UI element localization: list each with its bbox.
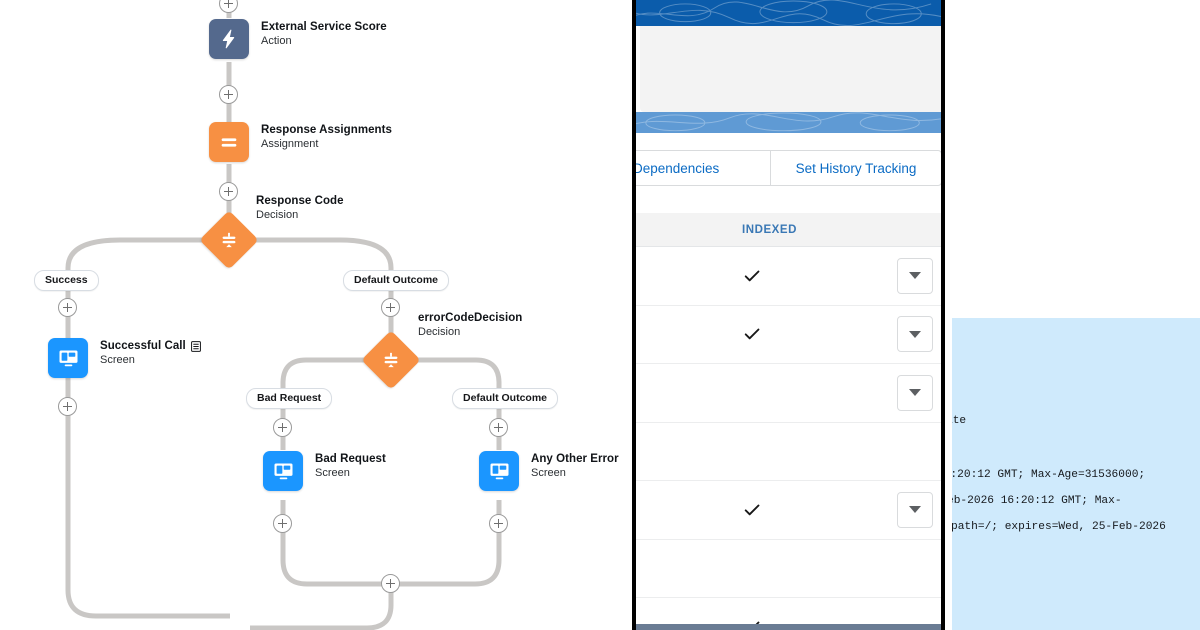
- flow-node-bad-request[interactable]: Bad Request Screen: [263, 451, 386, 491]
- flow-node-title-text: errorCodeDecision: [418, 312, 523, 324]
- flow-node-title: Response Assignments: [261, 123, 392, 137]
- flow-node-text: Successful Call Screen: [100, 338, 201, 367]
- chevron-down-icon: [909, 506, 921, 514]
- add-element-button[interactable]: [381, 574, 400, 593]
- add-element-button[interactable]: [58, 298, 77, 317]
- flow-node-text: Any Other Error Screen: [531, 451, 619, 480]
- flow-node-title-text: External Service Score: [261, 21, 387, 33]
- chevron-down-icon: [909, 389, 921, 397]
- table-row[interactable]: [636, 539, 941, 598]
- screen-icon: [479, 451, 519, 491]
- object-manager-panel: d Dependencies Set History Tracking ) IN…: [632, 0, 945, 630]
- flow-node-external-service-score[interactable]: External Service Score Action: [209, 19, 387, 59]
- set-history-tracking-label: Set History Tracking: [795, 160, 917, 176]
- field-dependencies-label: d Dependencies: [632, 160, 720, 176]
- code-line: b-2026 16:20:12 GMT; Max-Age=31536000;: [952, 469, 1146, 481]
- indexed-check-icon: [743, 325, 761, 343]
- outcome-pill-label: Default Outcome: [463, 392, 548, 404]
- outcome-pill-default-outcome[interactable]: Default Outcome: [452, 388, 559, 409]
- record-header-card: [640, 26, 941, 112]
- flow-node-title: errorCodeDecision: [418, 311, 522, 325]
- flow-node-title-text: Response Code: [256, 195, 344, 207]
- flow-node-title: Successful Call: [100, 339, 201, 353]
- add-element-button[interactable]: [273, 514, 292, 533]
- cookie-response-code-panel[interactable]: ate b-2026 16:20:12 GMT; Max-Age=3153600…: [952, 318, 1200, 630]
- set-history-tracking-button[interactable]: Set History Tracking: [770, 150, 941, 186]
- add-element-button[interactable]: [489, 418, 508, 437]
- table-row[interactable]: [636, 481, 941, 540]
- row-actions-menu-button[interactable]: [897, 257, 933, 294]
- add-element-button[interactable]: [273, 418, 292, 437]
- add-element-button[interactable]: [58, 397, 77, 416]
- indexed-check-icon: [743, 267, 761, 285]
- flow-node-text: External Service Score Action: [261, 19, 387, 48]
- flow-node-title: Bad Request: [315, 452, 386, 466]
- flow-builder-canvas[interactable]: External Service Score Action Response A…: [0, 0, 632, 630]
- row-actions-menu-button[interactable]: [897, 491, 933, 528]
- flow-node-successful-call[interactable]: Successful Call Screen: [48, 338, 201, 378]
- flow-node-subtitle: Decision: [256, 209, 299, 221]
- row-actions-menu-button[interactable]: [897, 374, 933, 411]
- add-element-button[interactable]: [219, 0, 238, 13]
- code-line: ate: [952, 415, 967, 427]
- flow-node-title-text: Response Assignments: [261, 124, 392, 136]
- flow-node-response-code-label: Response Code Decision: [256, 194, 344, 222]
- description-note-icon: [190, 340, 201, 352]
- panel-footer-bar: [636, 624, 941, 630]
- indexed-check-icon: [743, 501, 761, 519]
- app-brand-bar: [636, 0, 941, 26]
- add-element-button[interactable]: [219, 182, 238, 201]
- add-element-button[interactable]: [381, 298, 400, 317]
- screen-icon: [263, 451, 303, 491]
- add-element-button[interactable]: [489, 514, 508, 533]
- table-header-row: ) INDEXED: [636, 213, 941, 247]
- chevron-down-icon: [909, 272, 921, 280]
- add-element-button[interactable]: [219, 85, 238, 104]
- column-header-indexed[interactable]: INDEXED: [742, 223, 797, 236]
- flow-node-subtitle: Screen: [315, 467, 350, 479]
- flow-node-subtitle: Action: [261, 35, 292, 47]
- flow-node-title-text: Bad Request: [315, 453, 386, 465]
- table-row[interactable]: [636, 247, 941, 306]
- flow-node-subtitle: Screen: [100, 354, 135, 366]
- flow-node-any-other-error[interactable]: Any Other Error Screen: [479, 451, 619, 491]
- chevron-down-icon: [909, 330, 921, 338]
- object-action-button-group: d Dependencies Set History Tracking: [632, 150, 941, 186]
- action-icon: [209, 19, 249, 59]
- outcome-pill-default-outcome[interactable]: Default Outcome: [343, 270, 450, 291]
- flow-node-title: Any Other Error: [531, 452, 619, 466]
- table-row[interactable]: [636, 364, 941, 423]
- screen-icon: [48, 338, 88, 378]
- flow-connectors: [65, 0, 502, 630]
- outcome-pill-bad-request[interactable]: Bad Request: [246, 388, 333, 409]
- flow-node-subtitle: Decision: [418, 326, 461, 338]
- outcome-pill-success[interactable]: Success: [34, 270, 99, 291]
- outcome-pill-label: Success: [45, 274, 88, 286]
- table-row[interactable]: [636, 305, 941, 364]
- flow-node-title-text: Successful Call: [100, 340, 186, 352]
- row-actions-menu-button[interactable]: [897, 316, 933, 353]
- flow-node-subtitle: Screen: [531, 467, 566, 479]
- flow-node-response-assignments[interactable]: Response Assignments Assignment: [209, 122, 392, 162]
- flow-node-title: Response Code: [256, 194, 344, 208]
- fields-table: ) INDEXED: [636, 213, 941, 630]
- code-line: e.com; path=/; expires=Wed, 25-Feb-2026: [952, 521, 1166, 533]
- flow-node-text: Bad Request Screen: [315, 451, 386, 480]
- outcome-pill-label: Default Outcome: [354, 274, 439, 286]
- code-line: d, 25-Feb-2026 16:20:12 GMT; Max-: [952, 495, 1122, 507]
- flow-node-subtitle: Assignment: [261, 138, 319, 150]
- assignment-icon: [209, 122, 249, 162]
- flow-node-title-text: Any Other Error: [531, 453, 619, 465]
- flow-node-text: Response Assignments Assignment: [261, 122, 392, 151]
- flow-node-error-code-decision-label: errorCodeDecision Decision: [418, 311, 522, 339]
- brand-accent-strip: [636, 112, 941, 133]
- field-dependencies-button[interactable]: d Dependencies: [632, 150, 770, 186]
- outcome-pill-label: Bad Request: [257, 392, 322, 404]
- flow-node-title: External Service Score: [261, 20, 387, 34]
- table-row[interactable]: [636, 422, 941, 481]
